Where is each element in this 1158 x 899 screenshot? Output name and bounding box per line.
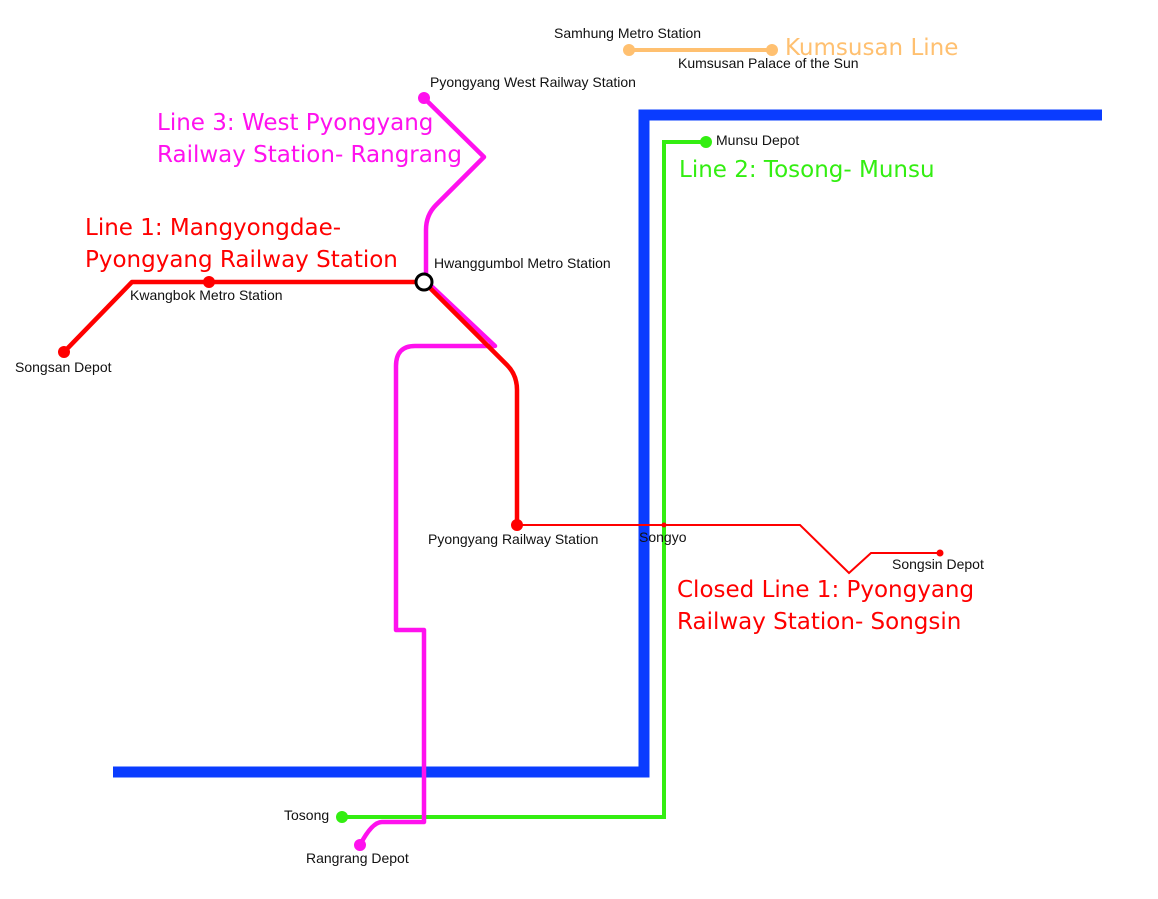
- line2-route: [342, 140, 706, 819]
- label-pyongyang-west: Pyongyang West Railway Station: [430, 74, 636, 90]
- label-kumsusan-palace: Kumsusan Palace of the Sun: [678, 55, 859, 71]
- line1-title-2: Pyongyang Railway Station: [85, 247, 398, 273]
- closed-line1-route: [517, 524, 940, 575]
- label-songsan: Songsan Depot: [15, 359, 112, 375]
- station-songsin[interactable]: [936, 549, 944, 557]
- station-rangrang[interactable]: [354, 839, 366, 851]
- station-kumsusan-palace[interactable]: [766, 44, 778, 56]
- station-pyongyang-railway[interactable]: [511, 519, 523, 531]
- label-songsin: Songsin Depot: [892, 556, 984, 572]
- line2-title: Line 2: Tosong- Munsu: [679, 157, 935, 183]
- station-pyongyang-west[interactable]: [418, 92, 430, 104]
- label-tosong: Tosong: [284, 807, 329, 823]
- station-munsu[interactable]: [700, 136, 712, 148]
- label-kwangbok: Kwangbok Metro Station: [130, 287, 283, 303]
- line3-route: [358, 96, 498, 847]
- station-tosong[interactable]: [336, 811, 348, 823]
- label-samhung: Samhung Metro Station: [554, 25, 701, 41]
- closed-line1-title-2: Railway Station- Songsin: [677, 609, 961, 635]
- closed-line1-title-1: Closed Line 1: Pyongyang: [677, 577, 974, 603]
- station-songsan[interactable]: [58, 346, 70, 358]
- kumsusan-line-title: Kumsusan Line: [785, 35, 958, 61]
- line3-title-1: Line 3: West Pyongyang: [157, 110, 433, 136]
- label-pyongyang-railway: Pyongyang Railway Station: [428, 531, 598, 547]
- line3-title-2: Railway Station- Rangrang: [157, 142, 462, 168]
- outer-boundary-line: [113, 109, 1102, 778]
- label-munsu: Munsu Depot: [716, 132, 799, 148]
- label-hwanggumbol: Hwanggumbol Metro Station: [434, 255, 611, 271]
- line1-title-1: Line 1: Mangyongdae-: [85, 215, 341, 241]
- station-hwanggumbol-interchange[interactable]: [414, 272, 434, 292]
- station-songyo[interactable]: [661, 522, 667, 528]
- line1-route: [62, 279, 520, 525]
- station-kwangbok[interactable]: [203, 276, 215, 288]
- label-rangrang: Rangrang Depot: [306, 850, 409, 866]
- label-songyo: Songyo: [639, 529, 687, 545]
- station-samhung[interactable]: [623, 44, 635, 56]
